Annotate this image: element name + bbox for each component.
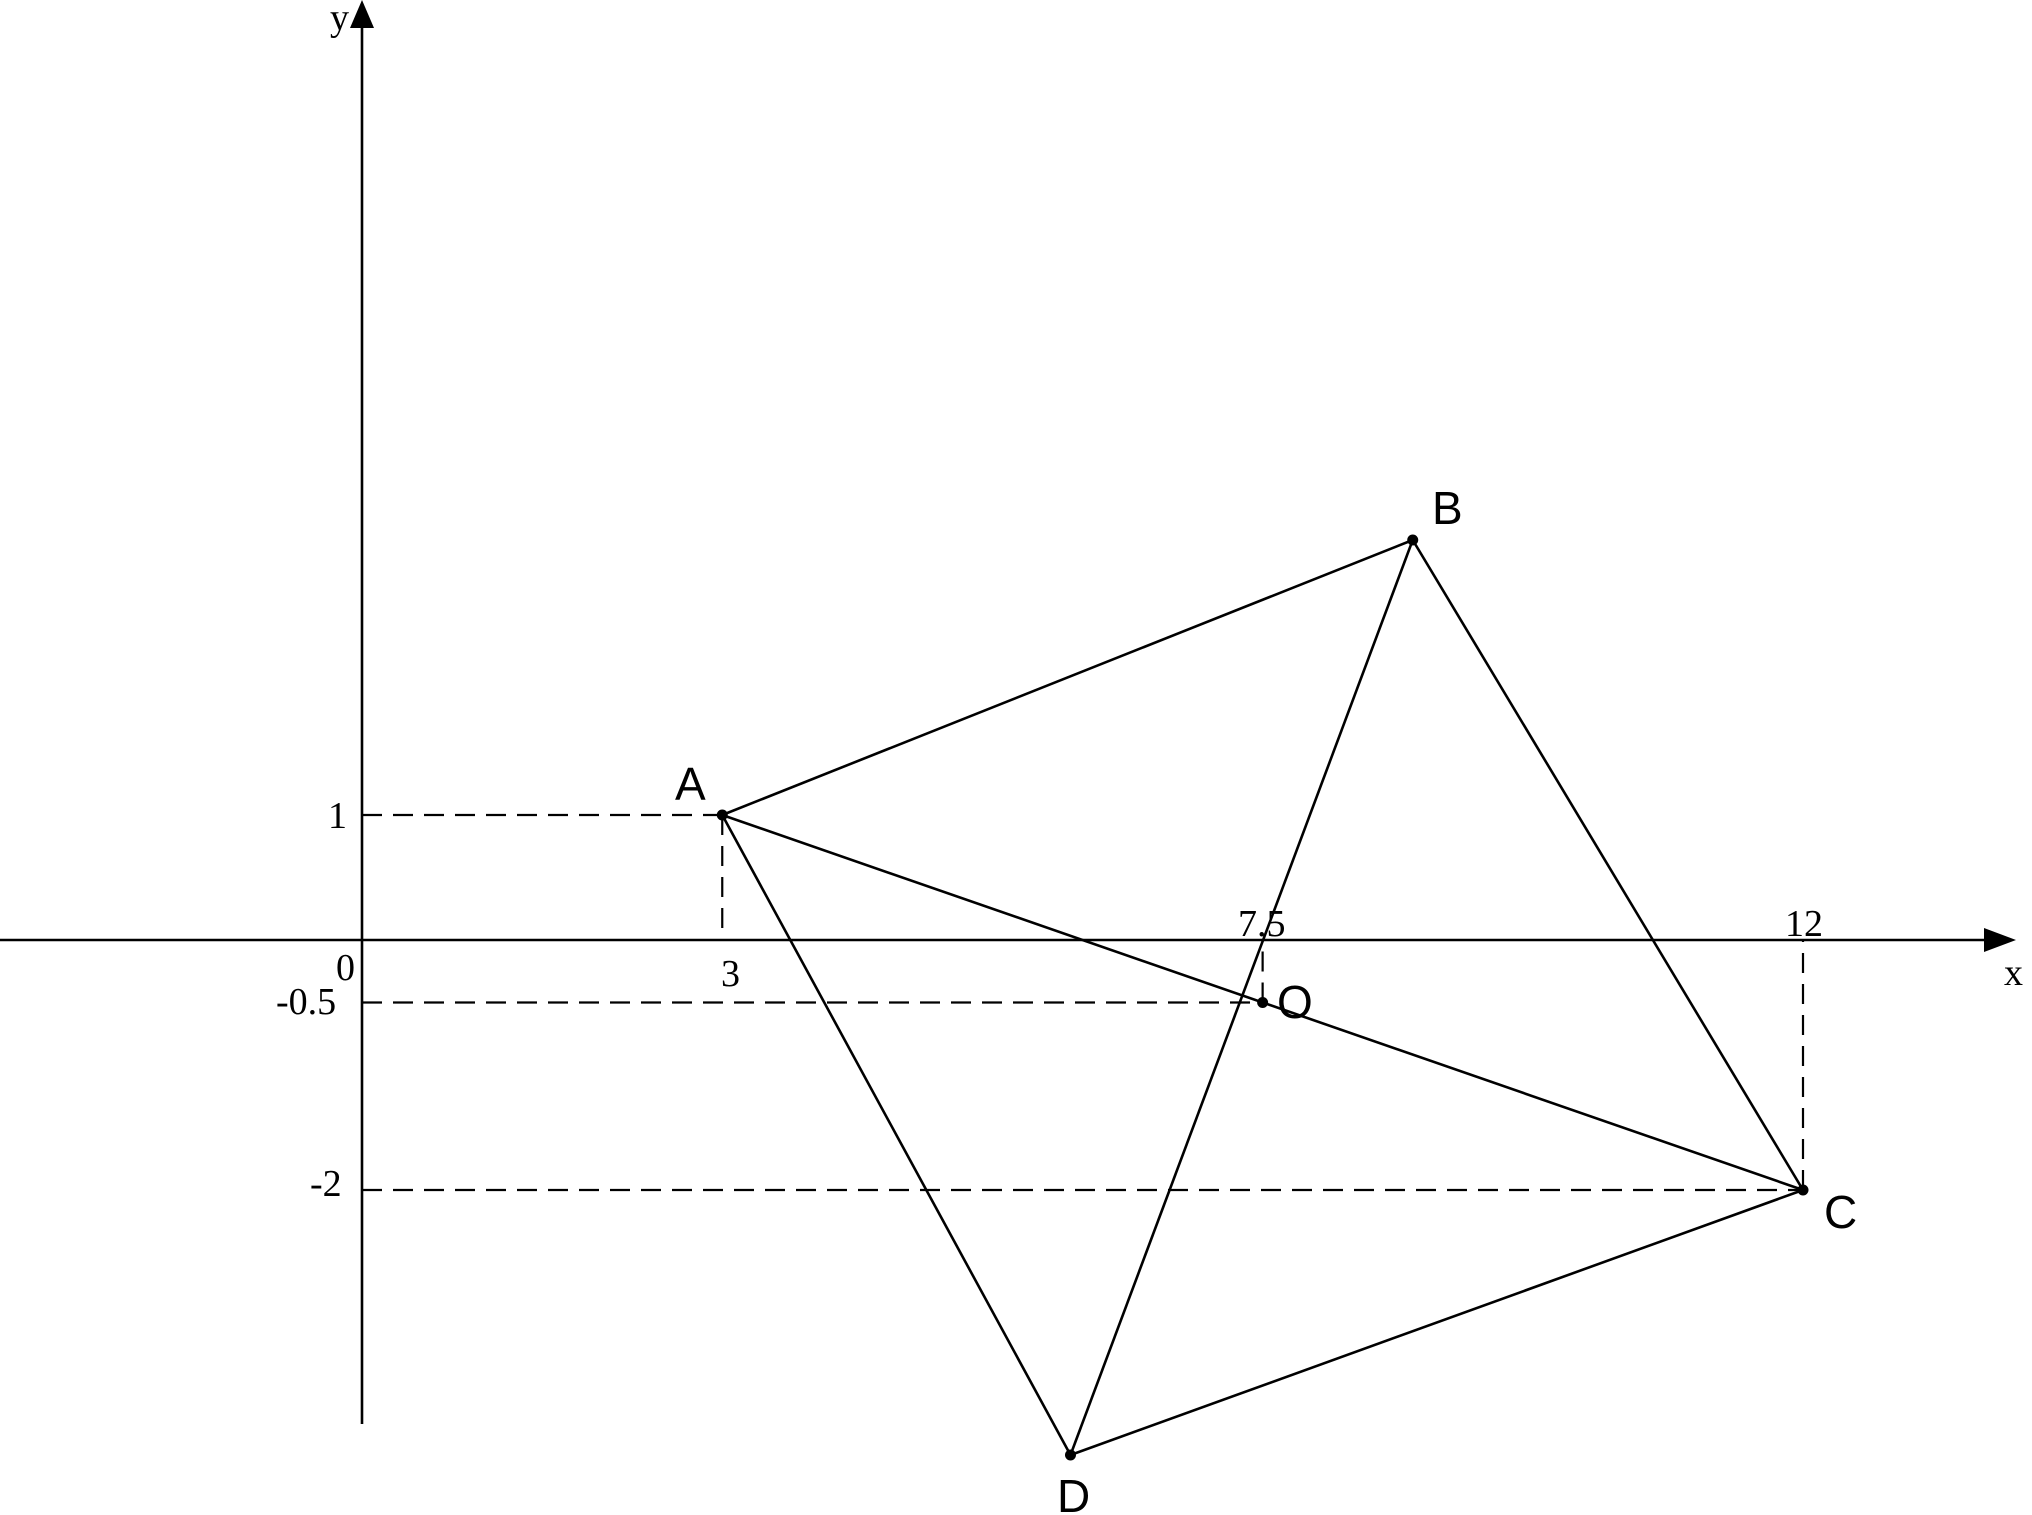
point-c	[1797, 1184, 1809, 1196]
x-tick-label-3: 3	[721, 953, 740, 995]
point-label-a: A	[675, 758, 706, 810]
y-axis-label: y	[330, 0, 349, 39]
y-axis-arrow-icon	[350, 0, 374, 28]
x-tick-label-7-5: 7.5	[1238, 903, 1286, 945]
point-b	[1407, 534, 1419, 546]
vertex-points	[716, 534, 1809, 1461]
segment-ab	[721, 538, 1414, 817]
segment-da	[721, 814, 1072, 1456]
point-label-c: C	[1824, 1186, 1857, 1238]
guide-lines	[362, 813, 1805, 1192]
origin-label: 0	[336, 947, 355, 989]
y-tick-label-1: 1	[328, 795, 347, 837]
rhombus-edges	[721, 538, 1805, 1457]
y-tick-label-neg-0-5: -0.5	[276, 981, 336, 1023]
point-a	[716, 809, 728, 821]
point-label-d: D	[1057, 1470, 1090, 1515]
point-label-o: O	[1277, 976, 1313, 1028]
x-tick-label-12: 12	[1785, 903, 1823, 945]
segment-bd	[1069, 539, 1414, 1456]
y-tick-label-neg-2: -2	[310, 1163, 342, 1205]
segment-bc	[1411, 539, 1805, 1191]
point-d	[1064, 1449, 1076, 1461]
point-o	[1257, 997, 1269, 1008]
x-axis-arrow-icon	[1984, 928, 2016, 952]
point-label-b: B	[1432, 482, 1463, 534]
segment-cd	[1070, 1188, 1804, 1457]
x-axis-label: x	[2004, 952, 2023, 994]
